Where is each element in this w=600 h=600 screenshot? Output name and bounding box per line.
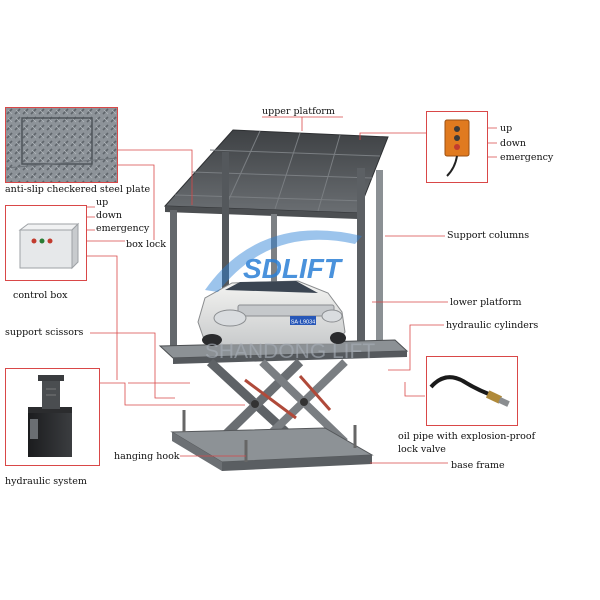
control-box-image (18, 222, 80, 270)
oil-pipe-image (429, 375, 510, 407)
label-box-emergency: emergency (96, 223, 150, 234)
label-oil-pipe-line2: lock valve (398, 444, 446, 455)
support-columns (170, 152, 383, 353)
watermark-logo: SDLIFT (243, 253, 344, 284)
inset-anti-slip-plate (5, 107, 118, 183)
inset-remote-control (426, 111, 488, 183)
label-upper-platform: upper platform (262, 106, 335, 117)
label-hanging-hook: hanging hook (114, 451, 180, 462)
label-hydraulic-system: hydraulic system (5, 476, 87, 487)
label-remote-emergency: emergency (500, 152, 554, 163)
base-frame-structure (170, 410, 374, 471)
label-base-frame: base frame (451, 460, 505, 471)
label-box-up: up (96, 197, 109, 208)
label-remote-up: up (500, 123, 513, 134)
label-support-scissors: support scissors (5, 327, 84, 338)
label-lower-platform: lower platform (450, 297, 522, 308)
label-remote-down: down (500, 138, 527, 149)
label-oil-pipe-line1: oil pipe with explosion-proof (398, 431, 536, 442)
inset-oil-pipe (426, 356, 518, 426)
inset-hydraulic-system (5, 368, 100, 466)
inset-control-box (5, 205, 87, 281)
watermark-company: SHANDONG LIFT (205, 340, 376, 363)
license-plate: SA·L9034 (291, 320, 315, 326)
label-hydraulic-cylinders: hydraulic cylinders (446, 320, 539, 331)
label-anti-slip-plate: anti-slip checkered steel plate (5, 184, 151, 195)
label-box-lock: box lock (126, 239, 167, 250)
hydraulic-pump-image (28, 375, 72, 457)
watermark: SDLIFT SHANDONG LIFT (205, 230, 376, 363)
checker-plate-image (6, 108, 117, 182)
label-box-down: down (96, 210, 123, 221)
label-control-box: control box (13, 290, 68, 301)
remote-control-image (444, 119, 470, 177)
label-support-columns: Support columns (447, 230, 530, 241)
car (197, 280, 346, 346)
upper-platform-structure (163, 129, 389, 219)
